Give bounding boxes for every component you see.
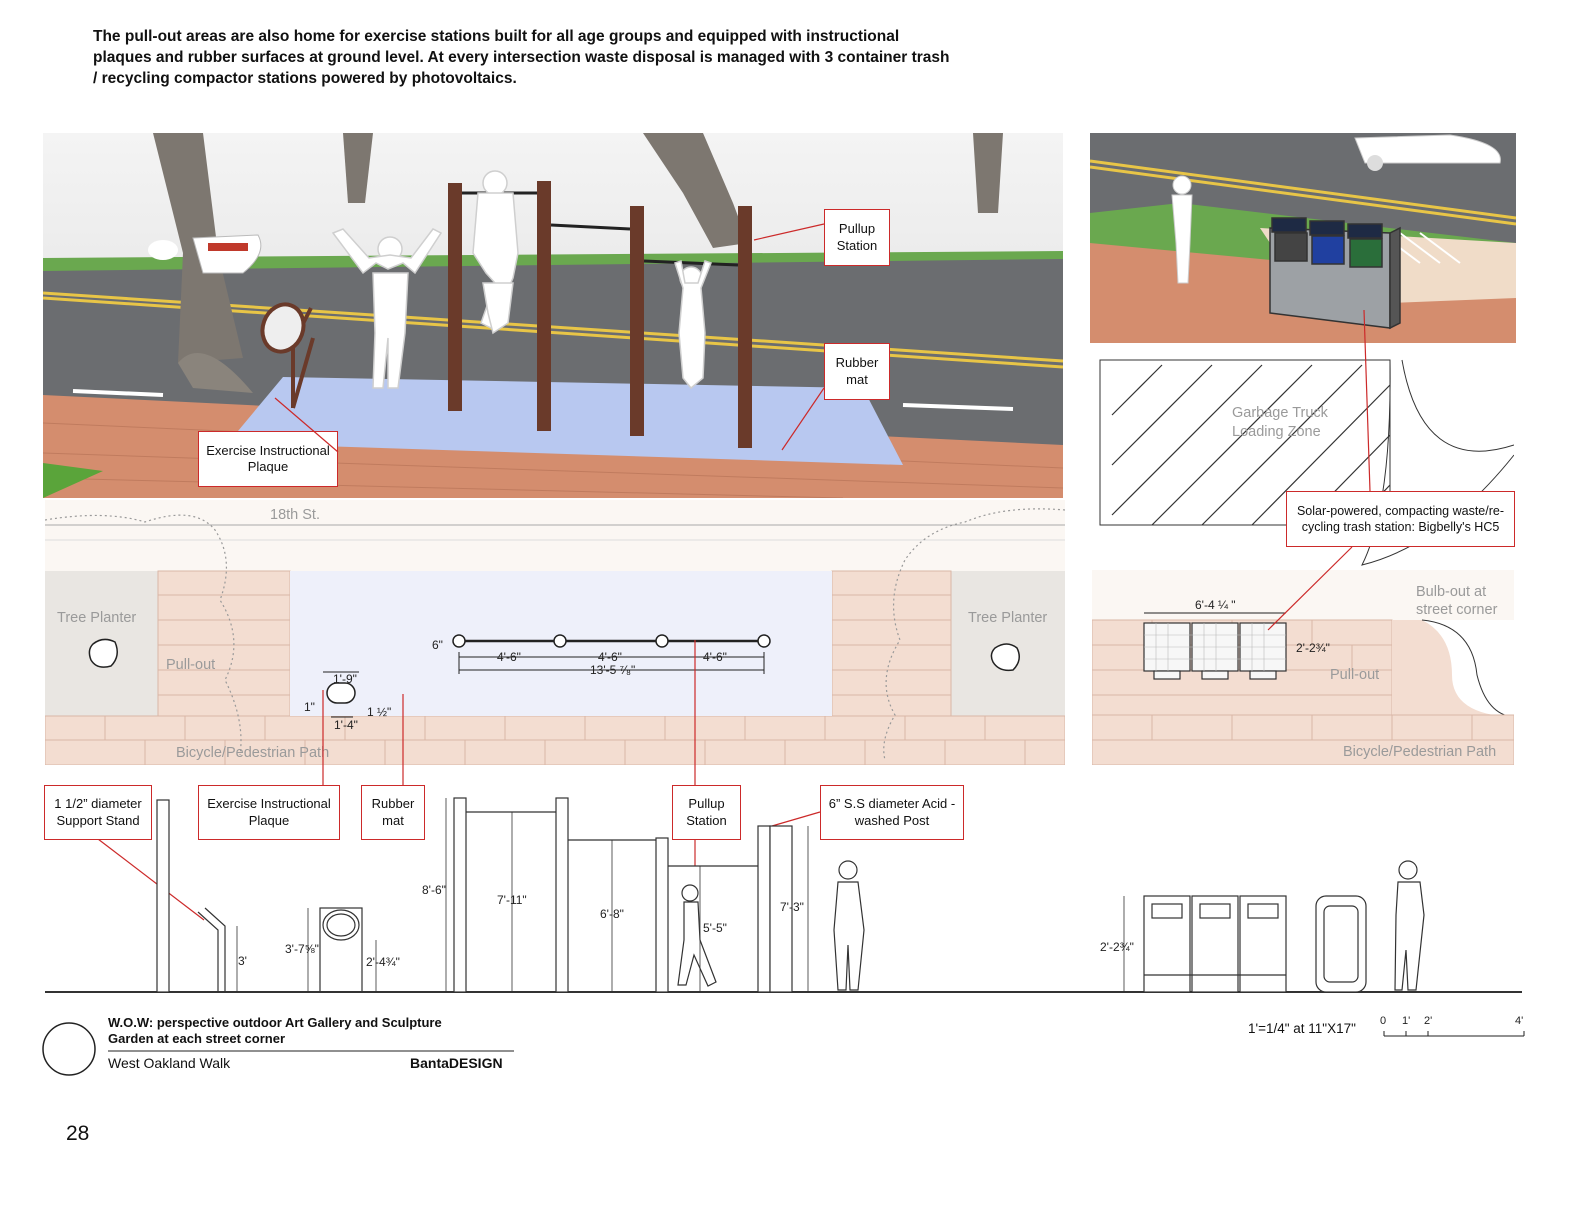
trash-render xyxy=(1090,133,1516,343)
scale-tick-0: 0 xyxy=(1380,1015,1387,1027)
plaque-height-dim: 3'-7⅝" xyxy=(285,942,319,956)
exercise-render xyxy=(43,133,1063,498)
title-line-1: W.O.W: perspective outdoor Art Gallery a… xyxy=(108,1015,442,1030)
span2-dim: 4'-6" xyxy=(598,650,622,664)
street-label: 18th St. xyxy=(270,507,320,523)
bar3-height-dim: 6'-8" xyxy=(600,907,624,921)
span3-dim: 4'-6" xyxy=(703,650,727,664)
pullup-station-callout: Pullup Station xyxy=(824,209,890,266)
bar5-height-dim: 7'-3" xyxy=(780,900,804,914)
garbage-zone-label: Garbage Truck Loading Zone xyxy=(1232,405,1328,440)
title-block-graphic xyxy=(42,1022,514,1076)
tree-planter-right-label: Tree Planter xyxy=(968,610,1048,626)
exercise-plan xyxy=(45,500,1065,765)
span1-dim: 4'-6" xyxy=(497,650,521,664)
pullout-right-label: Pull-out xyxy=(1330,667,1380,683)
solar-trash-callout: Solar-powered, compacting waste/re-cycli… xyxy=(1286,491,1515,547)
title-block-title: W.O.W: perspective outdoor Art Gallery a… xyxy=(108,1015,442,1047)
plaque-base-dim: 2'-4¾" xyxy=(366,955,400,969)
project-name: West Oakland Walk xyxy=(108,1055,231,1071)
bar2-height-dim: 7'-11" xyxy=(497,893,527,907)
total-dim: 13'-5 ⁷⁄₈" xyxy=(590,663,636,677)
exercise-plaque-callout: Exercise Instructional Plaque xyxy=(198,431,338,487)
intro-text: The pull-out areas are also home for exe… xyxy=(93,28,950,87)
scale-tick-2: 2' xyxy=(1424,1015,1433,1027)
brand-name: BantaDESIGN xyxy=(410,1055,503,1071)
trash-depth-dim: 2'-2¾" xyxy=(1296,641,1330,655)
post-callout: 6” S.S diameter Acid -washed Post xyxy=(820,785,964,840)
elevation-plaque-callout: Exercise Instructional Plaque xyxy=(198,785,340,840)
scale-tick-3: 4' xyxy=(1515,1015,1524,1027)
trash-plan xyxy=(1092,355,1514,765)
trash-width-dim: 6'-4 ¼ " xyxy=(1195,598,1236,612)
tree-planter-left-label: Tree Planter xyxy=(57,610,137,626)
stand-height-dim: 3' xyxy=(238,954,247,968)
plaque-side-dim: 1 ½" xyxy=(367,705,392,719)
plaque-depth-dim: 1" xyxy=(304,700,315,714)
bike-path-right-label: Bicycle/Pedestrian Path xyxy=(1343,744,1497,760)
scale-bar xyxy=(1383,1031,1525,1037)
scale-text: 1'=1/4" at 11"X17" xyxy=(1248,1021,1356,1036)
plaque-inner-dim: 1'-4" xyxy=(334,718,358,732)
pullout-left-label: Pull-out xyxy=(166,657,216,673)
title-line-2: Garden at each street corner xyxy=(108,1031,286,1046)
bike-path-left-label: Bicycle/Pedestrian Path xyxy=(176,745,330,761)
trash-height-dim: 2'-2¾" xyxy=(1100,940,1134,954)
elevation-pullup-callout: Pullup Station xyxy=(672,785,741,840)
plaque-width-dim: 1'-9" xyxy=(333,672,357,686)
page-number: 28 xyxy=(66,1122,90,1145)
scale-tick-1: 1' xyxy=(1402,1015,1411,1027)
elevation-rubber-mat-callout: Rubber mat xyxy=(361,785,425,840)
bar1-height-dim: 8'-6" xyxy=(422,883,446,897)
bulb-out-label: Bulb-out at street corner xyxy=(1416,584,1498,618)
bar4-height-dim: 5'-5" xyxy=(703,921,727,935)
post-dia-dim: 6" xyxy=(432,638,443,652)
rubber-mat-callout: Rubber mat xyxy=(824,343,890,400)
support-stand-callout: 1 1/2” diameter Support Stand xyxy=(44,785,152,840)
